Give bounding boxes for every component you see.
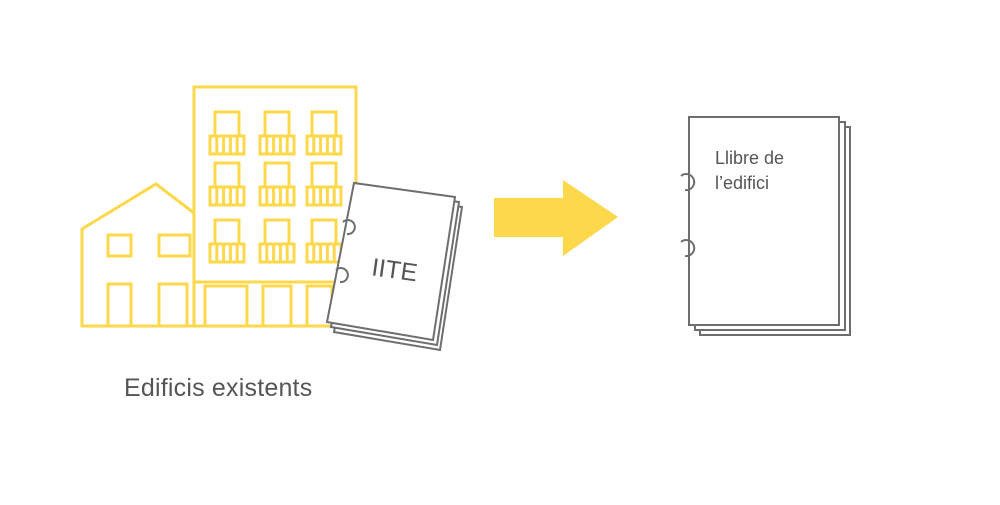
book-icon: Llibre de l’edifici (680, 116, 851, 336)
building-icon (192, 85, 358, 328)
house-icon (80, 182, 195, 328)
building-window (208, 161, 246, 207)
building-window (208, 218, 246, 264)
building-window (305, 218, 343, 264)
existing-buildings-label: Edificis existents (124, 374, 313, 402)
iite-document-icon: IITE (325, 181, 464, 352)
iite-label: IITE (370, 253, 419, 287)
building-window (258, 110, 296, 156)
building-window (305, 161, 343, 207)
building-window (305, 110, 343, 156)
building-window (208, 110, 246, 156)
buildings-icon (80, 85, 358, 328)
building-window (258, 218, 296, 264)
book-label-line2: l’edifici (715, 173, 769, 193)
book-label-line1: Llibre de (715, 148, 784, 168)
arrow-right-icon (494, 180, 618, 256)
building-window (258, 161, 296, 207)
